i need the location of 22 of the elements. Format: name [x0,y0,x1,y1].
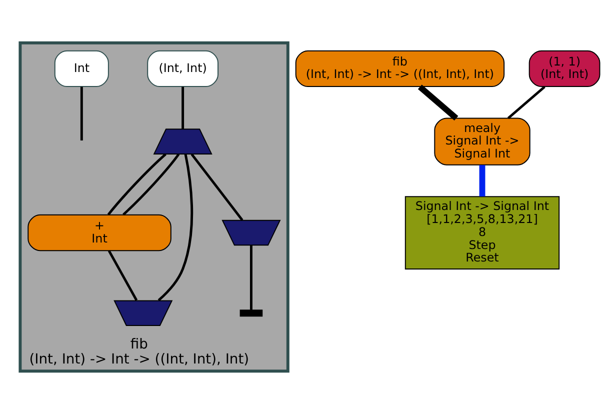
connector [479,165,486,196]
connector [122,153,180,216]
connector [80,86,83,140]
node-trapezoid [114,300,173,326]
connector [507,86,546,120]
connector [158,154,194,302]
connector [107,153,166,216]
connector [418,84,458,120]
node-box: (1, 1) (Int, Int) [528,50,600,88]
node-box: Signal Int -> Signal Int [1,1,2,3,5,8,13,21] 8 Step Reset [404,196,560,270]
node-box: fib (Int, Int) -> Int -> ((Int, Int), Int) [295,50,505,88]
connector [108,250,138,301]
connector [250,245,252,310]
node-box: + Int [28,214,172,252]
connector [190,153,244,221]
node-box: Int [54,50,109,88]
node-trapezoid [222,220,281,246]
node-box: mealy Signal Int -> Signal Int [434,118,530,166]
connector [182,86,184,130]
node-box: (Int, Int) [147,50,218,88]
node-bar [240,310,263,317]
node-trapezoid [153,128,212,154]
